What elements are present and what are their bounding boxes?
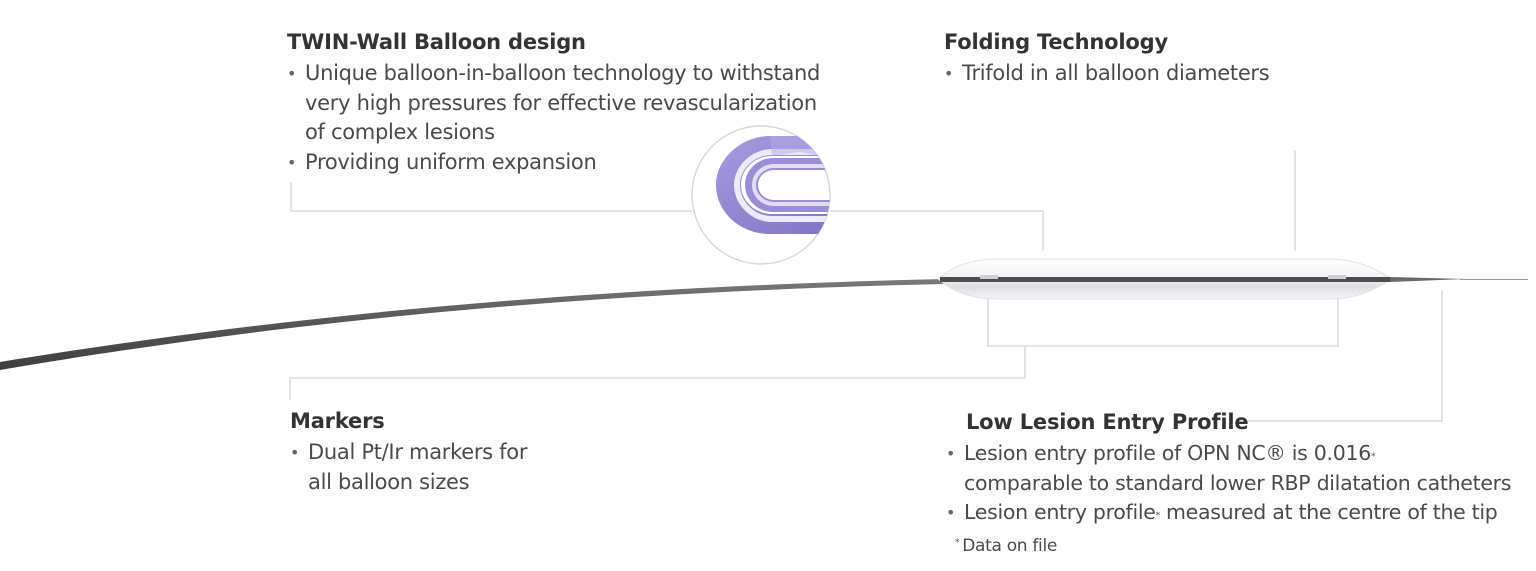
balloon-inner-shaft: [940, 277, 1390, 282]
markers-bullet-1-line-1: Dual Pt/Ir markers for: [308, 440, 528, 464]
markers-bullet-1-line-2: all balloon sizes: [308, 469, 470, 494]
twin-wall-leader-right: [830, 210, 1044, 251]
low-lesion-bullet-1-text: Lesion entry profile of OPN NC® is 0.016: [964, 441, 1371, 465]
footnote-asterisk: *: [955, 538, 960, 548]
footnote-mark: *: [1370, 452, 1376, 462]
low-lesion-bullets: Lesion entry profile of OPN NC® is 0.016…: [946, 439, 1534, 528]
twin-wall-bullet-1-line-2: very high pressures for effective revasc…: [305, 90, 817, 115]
low-lesion-heading: Low Lesion Entry Profile: [966, 410, 1249, 434]
twin-wall-leader: [290, 182, 692, 212]
low-lesion-bullet-2: Lesion entry profile* measured at the ce…: [946, 498, 1534, 528]
folding-heading: Folding Technology: [944, 30, 1168, 54]
folding-callout: Folding Technology Trifold in all balloo…: [944, 29, 1364, 89]
low-lesion-bullet-2-post: measured at the centre of the tip: [1159, 500, 1498, 524]
twin-wall-heading: TWIN-Wall Balloon design: [287, 30, 586, 54]
folding-bullet-1-text: Trifold in all balloon diameters: [962, 61, 1270, 85]
folding-bullet-1: Trifold in all balloon diameters: [944, 59, 1364, 89]
markers-bullets: Dual Pt/Ir markers for all balloon sizes: [290, 438, 610, 497]
low-lesion-bullet-2-pre: Lesion entry profile: [964, 500, 1156, 524]
catheter-tip: [1390, 277, 1465, 282]
low-lesion-leader: [1240, 290, 1443, 422]
footnote-mark: *: [1155, 511, 1161, 521]
leader-lines: [289, 150, 1443, 422]
low-lesion-bullet-1-line-2: comparable to standard lower RBP dilatat…: [964, 470, 1512, 495]
catheter-shaft: [0, 278, 990, 370]
folding-bullets: Trifold in all balloon diameters: [944, 59, 1364, 89]
marker-left: [980, 275, 998, 279]
twin-wall-bullet-1-line-3: of complex lesions: [305, 120, 495, 144]
markers-leader: [289, 346, 1026, 400]
footnote: *Data on file: [955, 536, 1057, 556]
markers-callout: Markers Dual Pt/Ir markers for all ballo…: [290, 408, 610, 497]
low-lesion-callout: Low Lesion Entry Profile Lesion entry pr…: [946, 409, 1534, 528]
markers-bracket: [987, 292, 1339, 347]
footnote-text: Data on file: [962, 536, 1058, 556]
twin-wall-bullet-1-line-1: Unique balloon-in-balloon technology to …: [305, 61, 821, 85]
twin-wall-bullet-1: Unique balloon-in-balloon technology to …: [287, 59, 887, 148]
low-lesion-bullet-1-line-1: Lesion entry profile of OPN NC® is 0.016…: [964, 439, 1534, 469]
markers-heading: Markers: [290, 409, 385, 433]
twin-wall-callout: TWIN-Wall Balloon design Unique balloon-…: [287, 29, 887, 177]
markers-bullet-1: Dual Pt/Ir markers for all balloon sizes: [290, 438, 610, 497]
marker-right: [1328, 275, 1346, 279]
twin-wall-bullets: Unique balloon-in-balloon technology to …: [287, 59, 887, 177]
twin-wall-bullet-2: Providing uniform expansion: [287, 148, 887, 178]
twin-wall-bullet-2-text: Providing uniform expansion: [305, 149, 597, 174]
low-lesion-bullet-1: Lesion entry profile of OPN NC® is 0.016…: [946, 439, 1534, 498]
